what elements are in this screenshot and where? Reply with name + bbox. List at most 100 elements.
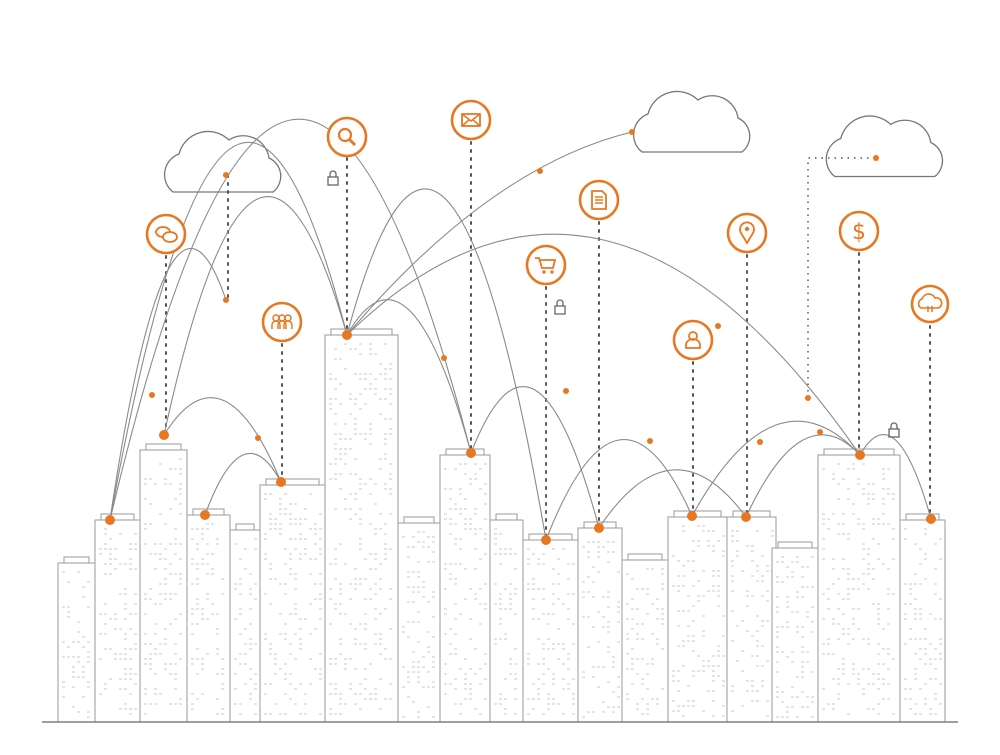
window <box>449 523 452 525</box>
window <box>304 548 307 550</box>
window <box>587 646 590 648</box>
window <box>832 478 835 480</box>
window <box>847 488 850 490</box>
window <box>484 538 487 540</box>
window <box>751 655 754 657</box>
window <box>552 703 555 705</box>
window <box>499 608 502 610</box>
window <box>661 573 664 575</box>
window <box>882 663 885 665</box>
window <box>134 613 137 615</box>
window <box>474 478 477 480</box>
window <box>384 368 387 370</box>
window <box>129 673 132 675</box>
window <box>882 628 885 630</box>
window <box>444 588 447 590</box>
window <box>314 598 317 600</box>
window <box>934 618 937 620</box>
window <box>811 621 814 623</box>
window <box>867 683 870 685</box>
window <box>201 608 204 610</box>
window <box>827 528 830 530</box>
window <box>877 663 880 665</box>
window <box>494 583 497 585</box>
window <box>712 570 715 572</box>
window <box>499 703 502 705</box>
window <box>776 661 779 663</box>
window <box>179 488 182 490</box>
window <box>867 668 870 670</box>
window <box>379 468 382 470</box>
window <box>144 478 147 480</box>
window <box>924 703 927 705</box>
window <box>216 633 219 635</box>
network-node-small <box>817 429 823 435</box>
window <box>299 518 302 520</box>
window <box>269 648 272 650</box>
window <box>857 478 860 480</box>
window <box>369 478 372 480</box>
window <box>319 618 322 620</box>
window <box>359 478 362 480</box>
window <box>211 568 214 570</box>
window <box>179 483 182 485</box>
window <box>892 538 895 540</box>
window <box>294 608 297 610</box>
window <box>354 398 357 400</box>
window <box>532 553 535 555</box>
window <box>274 518 277 520</box>
window <box>369 428 372 430</box>
window <box>62 686 65 688</box>
window <box>877 673 880 675</box>
window <box>612 551 615 553</box>
window <box>417 641 420 643</box>
window <box>254 583 257 585</box>
building-outline <box>899 519 946 723</box>
window <box>284 583 287 585</box>
window <box>651 663 654 665</box>
window <box>781 626 784 628</box>
window <box>319 673 322 675</box>
window <box>129 658 132 660</box>
window <box>334 558 337 560</box>
window <box>827 638 830 640</box>
window <box>636 673 639 675</box>
window <box>494 528 497 530</box>
window <box>924 553 927 555</box>
window <box>914 678 917 680</box>
window <box>499 533 502 535</box>
window <box>374 688 377 690</box>
window <box>877 623 880 625</box>
window <box>201 558 204 560</box>
window <box>892 498 895 500</box>
window <box>334 358 337 360</box>
window <box>852 503 855 505</box>
window <box>234 703 237 705</box>
window <box>149 523 152 525</box>
window <box>319 593 322 595</box>
window <box>196 623 199 625</box>
building <box>771 541 819 723</box>
window <box>872 673 875 675</box>
window <box>402 666 405 668</box>
window <box>887 593 890 595</box>
window <box>134 708 137 710</box>
window <box>597 551 600 553</box>
window <box>722 635 725 637</box>
window <box>349 583 352 585</box>
window <box>702 635 705 637</box>
window <box>274 528 277 530</box>
window <box>847 568 850 570</box>
window <box>221 708 224 710</box>
window <box>862 573 865 575</box>
window <box>892 658 895 660</box>
window <box>87 606 90 608</box>
people-icon-glyph <box>271 314 293 329</box>
network-node <box>541 535 551 545</box>
window <box>402 686 405 688</box>
window <box>417 681 420 683</box>
window <box>572 593 575 595</box>
window <box>837 698 840 700</box>
window <box>427 601 430 603</box>
window <box>697 595 700 597</box>
